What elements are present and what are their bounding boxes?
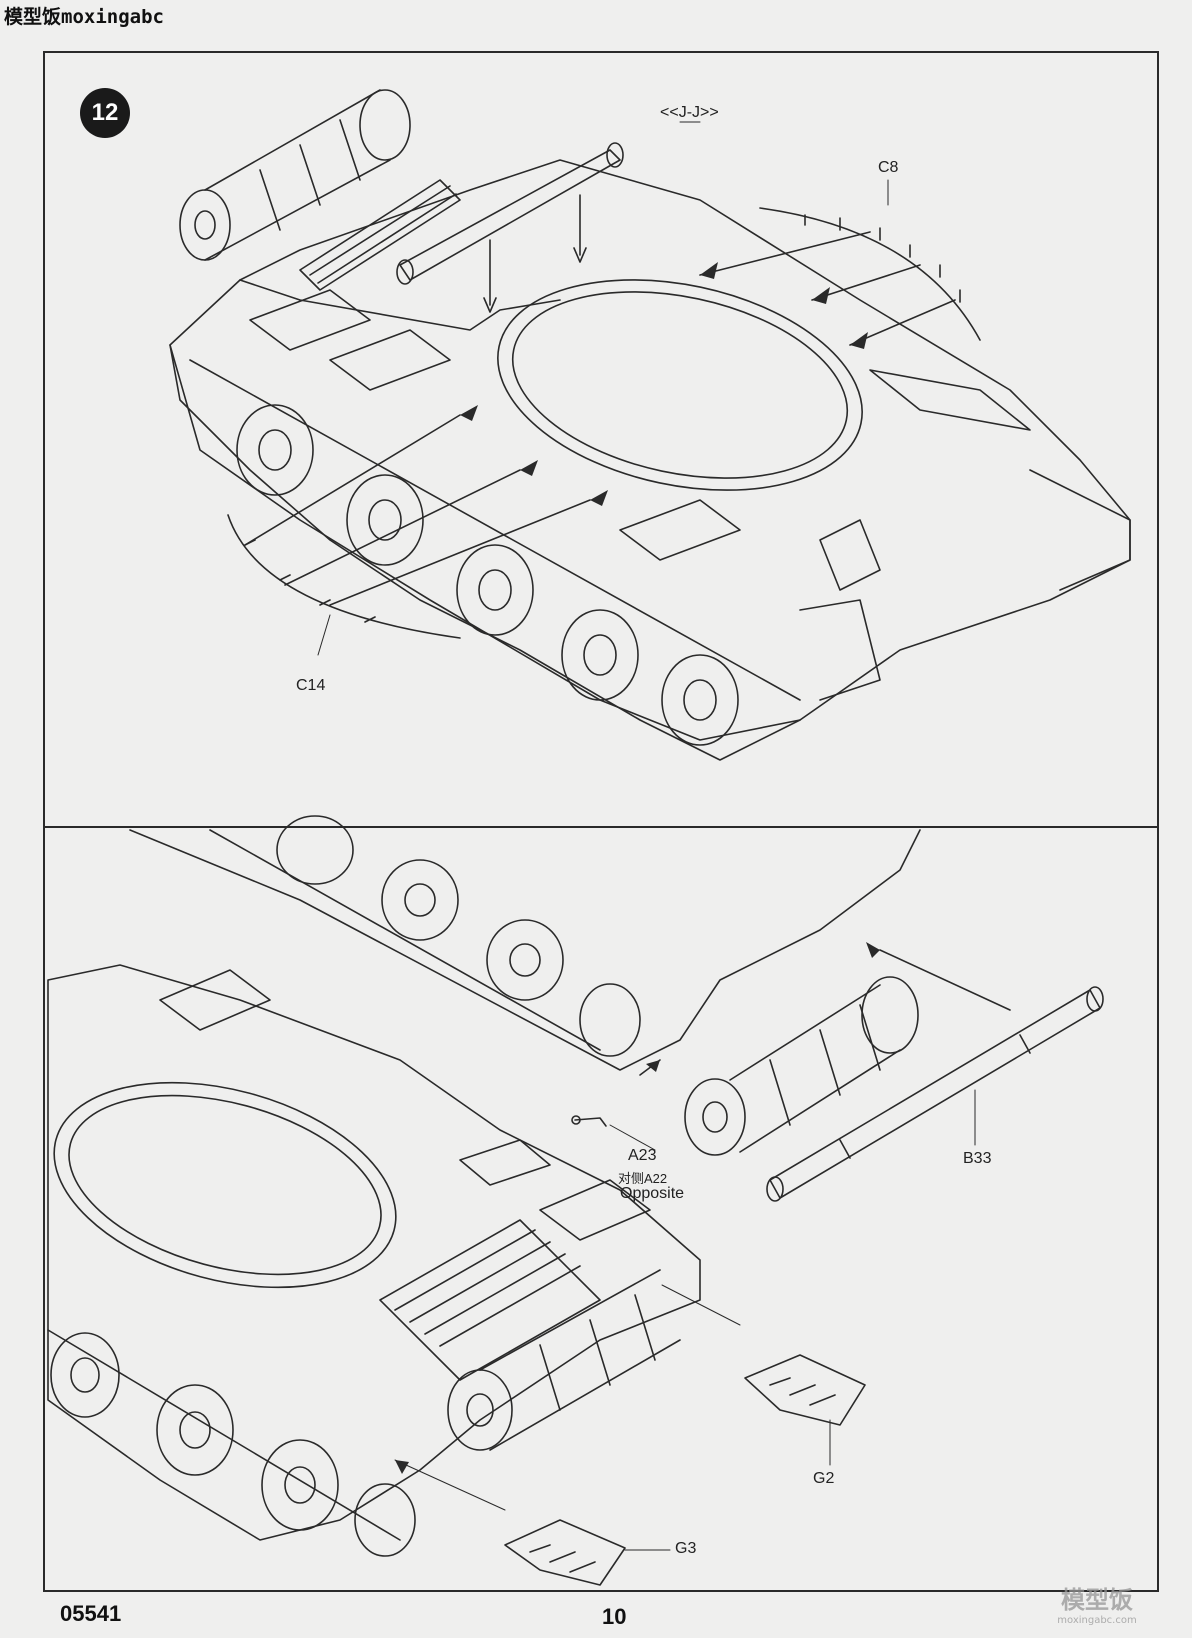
- label-b33: B33: [963, 1150, 992, 1167]
- rear-fuel-drums: [179, 89, 411, 261]
- top-watermark: 模型饭moxingabc: [4, 6, 164, 28]
- top-hull-drawing: [169, 89, 1131, 761]
- part-c14-rail: [227, 414, 591, 639]
- part-g2: [744, 1354, 866, 1466]
- site-watermark-url: moxingabc.com: [1057, 1615, 1137, 1626]
- label-c8: C8: [878, 159, 899, 176]
- step-number-badge: 12: [80, 88, 130, 138]
- label-a23: A23: [628, 1147, 657, 1164]
- bottom-upper-hull-drawing: [129, 815, 921, 1156]
- part-g3: [504, 1519, 671, 1586]
- label-a23-opposite: Opposite: [620, 1185, 685, 1202]
- part-jj-crossbar: [396, 142, 624, 313]
- label-g3: G3: [675, 1540, 697, 1557]
- site-watermark-text: 模型饭: [1061, 1586, 1133, 1614]
- part-b33-beam: [766, 949, 1104, 1202]
- part-c8-rail: [699, 207, 981, 346]
- label-a23-opposite-cn: 对侧A22: [618, 1171, 668, 1186]
- bottom-lower-hull-drawing: [47, 964, 741, 1557]
- document-number: 05541: [60, 1601, 122, 1626]
- label-c14: C14: [296, 677, 326, 694]
- top-left-track: [169, 344, 801, 761]
- part-a23: [571, 1059, 661, 1151]
- label-g2: G2: [813, 1470, 835, 1487]
- site-watermark: 模型饭 moxingabc.com: [1042, 1580, 1152, 1626]
- label-section-jj: <<J-J>>: [660, 104, 719, 121]
- page-frame: [43, 51, 1159, 1592]
- panel-divider: [43, 826, 1159, 828]
- page-number: 10: [602, 1604, 627, 1629]
